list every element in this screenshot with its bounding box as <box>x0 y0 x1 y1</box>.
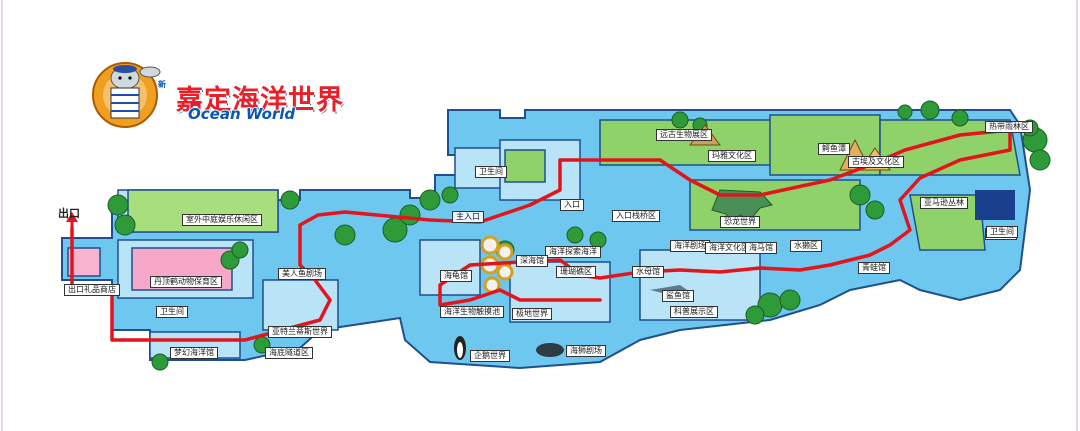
area-seahorse[interactable]: 海马馆 <box>745 242 777 254</box>
new-tag: 新 <box>158 80 166 89</box>
area-oceantheater[interactable]: 海洋剧场 <box>670 240 710 252</box>
area-seabed[interactable]: 海底隧道区 <box>265 347 313 359</box>
area-entrance[interactable]: 主入口 <box>452 211 484 223</box>
area-coral[interactable]: 珊瑚礁区 <box>556 266 596 278</box>
area-atlantis[interactable]: 亚特兰蒂斯世界 <box>268 326 332 338</box>
area-crocodile[interactable]: 鳄鱼潭 <box>818 143 850 155</box>
brand-title: 嘉定海洋世界 <box>176 85 344 116</box>
area-ancient[interactable]: 远古生物展区 <box>656 129 712 141</box>
area-touch[interactable]: 海洋生物触摸池 <box>440 306 504 318</box>
area-jellyfish[interactable]: 水母馆 <box>632 266 664 278</box>
area-deepsea[interactable]: 深海馆 <box>516 255 548 267</box>
area-polar[interactable]: 极地世界 <box>512 308 552 320</box>
area-entrypier[interactable]: 入口栈桥区 <box>612 210 660 222</box>
area-toilet1[interactable]: 卫生间 <box>475 166 507 178</box>
area-toilet2[interactable]: 卫生间 <box>156 306 188 318</box>
area-dream[interactable]: 梦幻海洋馆 <box>170 347 218 359</box>
area-seaturtle[interactable]: 海龟馆 <box>440 270 472 282</box>
area-oceanculture[interactable]: 海洋文化区 <box>705 242 753 254</box>
area-egypt[interactable]: 古埃及文化区 <box>848 156 904 168</box>
area-mayan[interactable]: 玛雅文化区 <box>708 150 756 162</box>
area-amazon[interactable]: 亚马逊丛林 <box>920 197 968 209</box>
area-giftshop[interactable]: 出口礼品商店 <box>64 284 120 296</box>
area-toilet4[interactable]: 卫生间 <box>986 226 1018 238</box>
area-tidepool[interactable]: 海洋探索海洋 <box>545 246 601 258</box>
area-entry2[interactable]: 入口 <box>560 199 584 211</box>
area-meerkat[interactable]: 丹顶鹤动物保育区 <box>150 276 222 288</box>
area-exhibit[interactable]: 科普展示区 <box>670 306 718 318</box>
area-penguin[interactable]: 企鹅世界 <box>470 350 510 362</box>
area-mermaid[interactable]: 美人鱼剧场 <box>278 268 326 280</box>
mascot-icon <box>92 62 161 128</box>
area-outdoor[interactable]: 室外中庭娱乐休闲区 <box>182 214 262 226</box>
area-frog[interactable]: 青蛙馆 <box>858 262 890 274</box>
area-shark[interactable]: 鲨鱼馆 <box>662 290 694 302</box>
exit-label: 出口 <box>58 207 80 220</box>
brand-subtitle: Ocean World <box>188 105 296 123</box>
area-dino[interactable]: 恐龙世界 <box>720 216 760 228</box>
area-sealion[interactable]: 海狮剧场 <box>566 345 606 357</box>
area-otter[interactable]: 水獭区 <box>790 240 822 252</box>
area-jungle[interactable]: 热带雨林区 <box>985 121 1033 133</box>
